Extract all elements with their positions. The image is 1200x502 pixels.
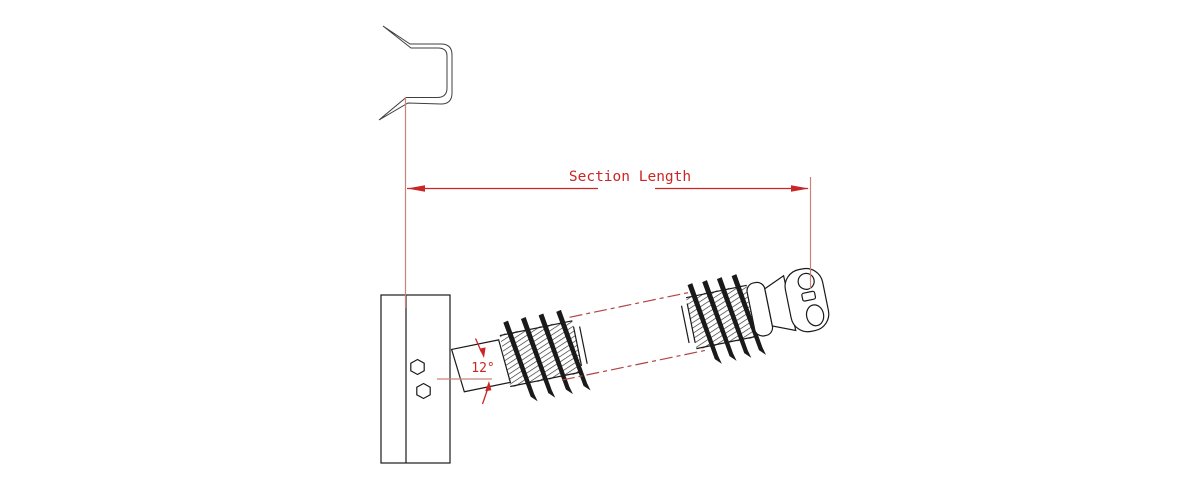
phantom-top-line — [569, 291, 692, 318]
bellows-fin — [520, 317, 556, 398]
bellows-rear-cuff — [686, 303, 696, 343]
bracket-hole-upper — [410, 358, 425, 376]
phantom-mid-section — [561, 291, 707, 381]
eye-paddle — [784, 267, 830, 333]
bellows-rear — [680, 274, 767, 364]
bellows-fin — [556, 309, 591, 391]
end-neck — [764, 274, 797, 332]
bellows-rear-hatch — [685, 284, 758, 350]
angle-arrow-upper — [479, 347, 486, 358]
paddle-slot — [801, 290, 817, 302]
bellows-fin — [702, 280, 737, 361]
section-length-label: Section Length — [569, 169, 691, 185]
clip-profile — [378, 25, 453, 121]
bellows-rear-cuff — [680, 305, 690, 344]
angle-arrow-lower — [485, 381, 492, 392]
bellows-fin — [687, 283, 722, 364]
bellows-front-cuff — [572, 326, 583, 366]
bellows-fin — [503, 320, 538, 402]
bellows-front-hatch — [499, 319, 583, 388]
section-length-dimension: Section Length — [404, 97, 812, 308]
bracket-hole-lower — [416, 382, 431, 400]
bellows-fin — [716, 277, 752, 358]
angle-leader-lower — [481, 389, 489, 405]
angle-label: 12° — [471, 361, 494, 376]
dimension-arrow-right — [791, 185, 809, 192]
bellows-front — [499, 309, 591, 402]
damper-assembly — [450, 267, 830, 402]
bellows-fin — [538, 313, 573, 395]
dimension-arrow-left — [407, 185, 425, 192]
paddle-hole-circle — [797, 272, 815, 290]
retaining-clip — [378, 25, 453, 121]
angle-dimension: 12° — [437, 338, 495, 405]
bellows-front-cuff — [579, 326, 588, 364]
paddle-hole-oval — [805, 304, 825, 327]
